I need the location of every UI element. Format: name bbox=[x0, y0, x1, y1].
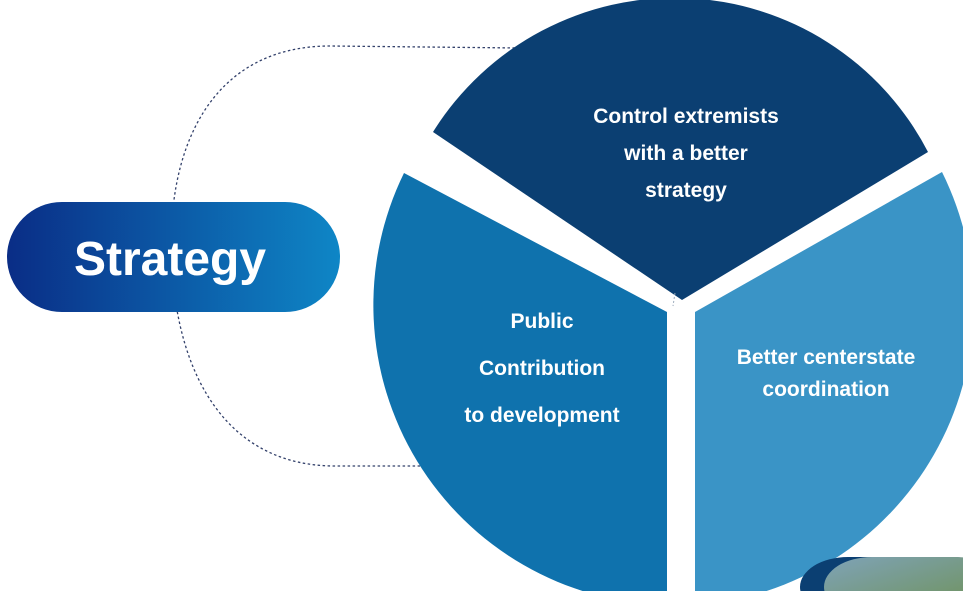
segment-left-line-2: to development bbox=[464, 404, 619, 427]
segment-top-line-0: Control extremists bbox=[593, 105, 779, 128]
photo-thumbnail bbox=[800, 557, 963, 591]
segment-top-label: Control extremists with a better strategy bbox=[593, 105, 779, 202]
segment-left-line-1: Contribution bbox=[479, 357, 605, 380]
dashed-connector-line bbox=[170, 45, 521, 467]
segment-top-control-extremists bbox=[433, 0, 928, 300]
segment-top-line-1: with a better bbox=[623, 142, 748, 165]
segment-right-label: Better centerstate coordination bbox=[737, 346, 916, 401]
segment-right-line-1: coordination bbox=[762, 378, 889, 401]
segment-left-line-0: Public bbox=[510, 310, 573, 333]
strategy-title: Strategy bbox=[74, 233, 266, 286]
strategy-pill: Strategy bbox=[7, 202, 340, 312]
segment-left-public-contribution bbox=[373, 173, 667, 591]
segment-top-line-2: strategy bbox=[645, 179, 727, 202]
segment-right-centerstate-coordination bbox=[695, 172, 963, 591]
segment-right-line-0: Better centerstate bbox=[737, 346, 916, 369]
center-tick-mark bbox=[672, 292, 676, 307]
